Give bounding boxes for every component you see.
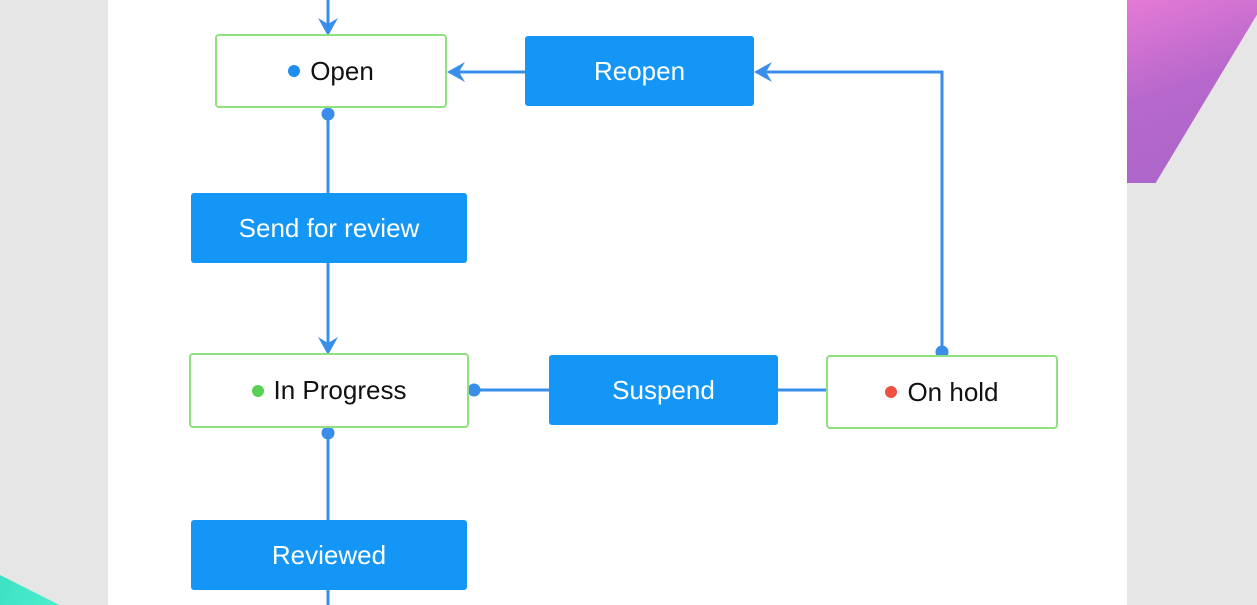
arrowhead-into-open-from-reopen: [447, 62, 465, 82]
state-node-open[interactable]: Open: [215, 34, 447, 108]
port-dot-in-progress-right: [467, 383, 481, 397]
action-label: Send for review: [238, 212, 420, 243]
state-node-on-hold[interactable]: On hold: [826, 355, 1058, 429]
action-label: Reopen: [593, 55, 686, 86]
state-label: In Progress: [273, 375, 407, 405]
arrowhead-into-reopen: [754, 62, 772, 82]
arrowhead-into-open: [318, 18, 338, 36]
status-dot-icon: [885, 386, 898, 398]
action-reviewed-button[interactable]: Reviewed: [191, 520, 467, 590]
state-label: On hold: [907, 376, 999, 407]
status-dot-icon: [288, 65, 301, 77]
port-dot-open-bottom: [321, 107, 335, 121]
arrowhead-into-in-progress: [318, 337, 338, 355]
state-label: Open: [310, 55, 374, 86]
action-suspend-button[interactable]: Suspend: [549, 355, 778, 425]
action-send-for-review-button[interactable]: Send for review: [191, 193, 467, 263]
connector-on-hold-reopen: [760, 70, 944, 352]
action-label: Suspend: [612, 374, 715, 405]
action-reopen-button[interactable]: Reopen: [525, 36, 754, 106]
state-node-in-progress[interactable]: In Progress: [189, 353, 469, 428]
port-dot-in-progress-bottom: [321, 426, 335, 440]
action-label: Reviewed: [271, 539, 387, 570]
status-dot-icon: [251, 384, 264, 397]
